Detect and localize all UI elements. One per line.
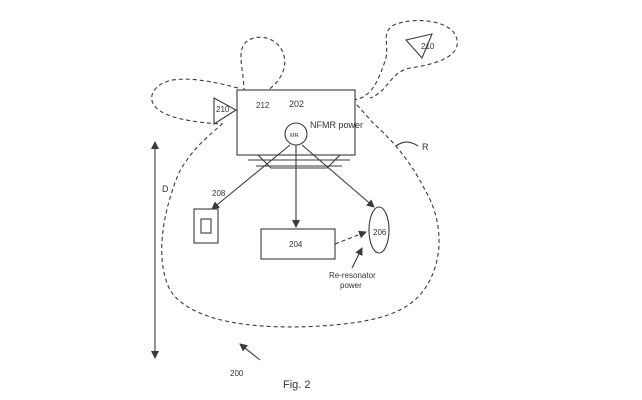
label-r: R	[422, 142, 429, 152]
label-202: 202	[289, 99, 304, 109]
phone-208-body	[193, 208, 219, 244]
resonator-206	[368, 206, 390, 254]
label-200: 200	[230, 369, 244, 378]
figure-caption: Fig. 2	[283, 379, 311, 391]
region-right-antenna-loop	[352, 20, 458, 101]
arrow-to-208	[211, 144, 291, 210]
label-reresonator-line2: power	[340, 281, 362, 290]
label-206: 206	[373, 228, 387, 237]
label-mr: MR	[290, 133, 299, 139]
device-204-box	[260, 228, 336, 260]
system-200-pointer	[239, 343, 261, 361]
label-204: 204	[289, 240, 303, 249]
region-212-lobe	[240, 36, 286, 95]
label-nfmr-power: NFMR power	[310, 120, 363, 130]
label-antenna-left: 210	[216, 105, 230, 114]
label-d: D	[162, 184, 169, 194]
label-212: 212	[256, 101, 270, 110]
r-pointer	[395, 141, 419, 147]
phone-208-screen	[200, 218, 212, 234]
label-208: 208	[212, 189, 226, 198]
antenna-right-210	[404, 33, 433, 60]
label-antenna-right: 210	[421, 42, 435, 51]
arrow-to-206	[301, 144, 375, 208]
label-reresonator-line1: Re-resonator	[329, 271, 376, 280]
reresonator-pointer	[351, 247, 363, 269]
dashed-arrow-204-206	[334, 230, 367, 245]
antenna-left-210	[213, 97, 238, 126]
